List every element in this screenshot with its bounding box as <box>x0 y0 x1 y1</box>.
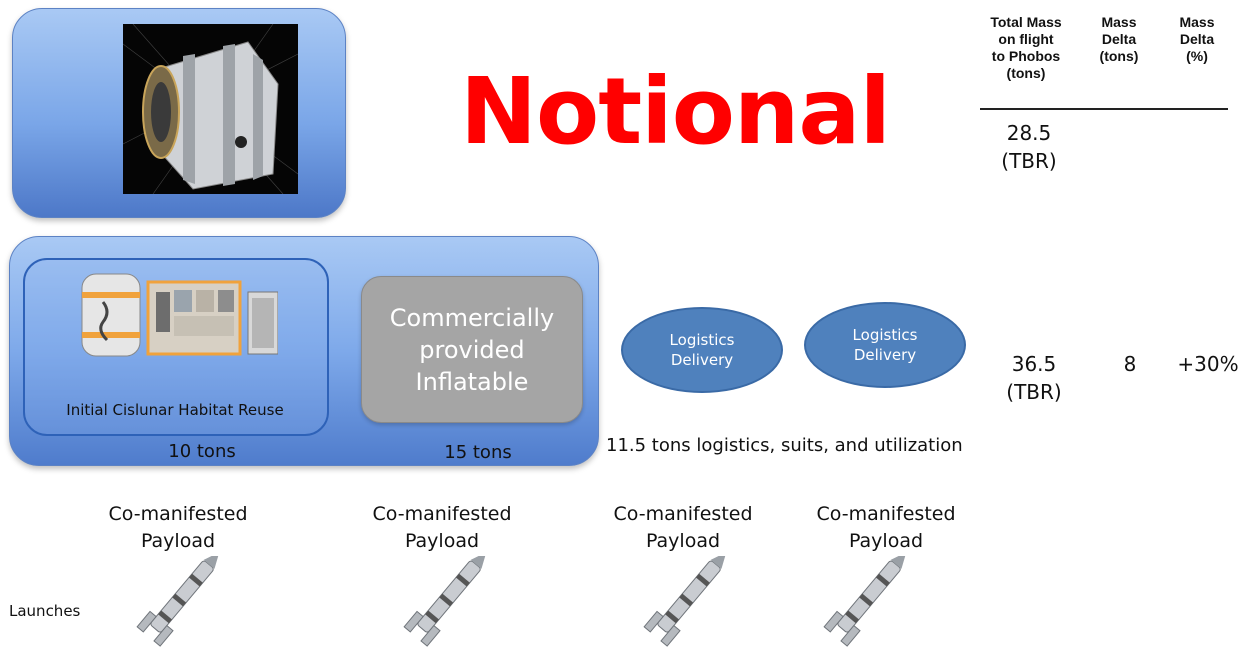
header-line: (tons) <box>1006 65 1046 81</box>
ellipse-line: Delivery <box>670 351 734 369</box>
row1-total-mass: 28.5 (TBR) <box>984 119 1074 175</box>
rocket-icon <box>120 552 230 658</box>
cell-line: 36.5 <box>1011 352 1057 376</box>
header-total-mass: Total Mass on flight to Phobos (tons) <box>982 14 1070 82</box>
commercial-inflatable-box: Commercially provided Inflatable <box>361 276 583 423</box>
header-mass-delta-tons: Mass Delta (tons) <box>1090 14 1148 65</box>
payload-label: Co-manifested Payload <box>357 501 527 555</box>
reuse-mass-label: 10 tons <box>168 441 236 462</box>
logistics-caption: 11.5 tons logistics, suits, and utilizat… <box>606 435 963 456</box>
header-line: to Phobos <box>991 48 1061 64</box>
table-header-rule <box>980 108 1228 110</box>
inflatable-line: Inflatable <box>415 367 529 396</box>
inflatable-line: provided <box>419 335 525 364</box>
header-mass-delta-pct: Mass Delta (%) <box>1168 14 1226 65</box>
row2-total-mass: 36.5 (TBR) <box>994 350 1074 406</box>
cislunar-habitat-image <box>78 272 279 358</box>
rocket-icon <box>387 552 497 658</box>
payload-line: Payload <box>848 530 924 552</box>
rocket-icon <box>627 552 737 658</box>
logistics-delivery-ellipse: Logistics Delivery <box>621 307 783 393</box>
header-line: Delta <box>1101 31 1137 47</box>
launches-label: Launches <box>9 602 81 620</box>
header-line: Total Mass <box>990 14 1062 30</box>
header-line: on flight <box>998 31 1054 47</box>
rocket-icon <box>807 552 917 658</box>
notional-watermark: Notional <box>460 58 891 165</box>
header-line: (tons) <box>1099 48 1139 64</box>
ellipse-line: Logistics <box>669 331 735 349</box>
habitat-module-image <box>123 24 298 194</box>
payload-line: Payload <box>404 530 480 552</box>
header-line: Delta <box>1179 31 1215 47</box>
logistics-delivery-ellipse: Logistics Delivery <box>804 302 966 388</box>
cell-line: 28.5 <box>1006 121 1052 145</box>
header-line: Mass <box>1101 14 1137 30</box>
payload-label: Co-manifested Payload <box>801 501 971 555</box>
payload-label: Co-manifested Payload <box>598 501 768 555</box>
cell-line: (TBR) <box>1001 149 1057 173</box>
ellipse-line: Logistics <box>852 326 918 344</box>
payload-line: Payload <box>645 530 721 552</box>
inflatable-mass-label: 15 tons <box>444 442 512 463</box>
row2-mass-delta-tons: 8 <box>1123 352 1137 376</box>
payload-label: Co-manifested Payload <box>93 501 263 555</box>
payload-line: Co-manifested <box>613 503 753 525</box>
payload-line: Co-manifested <box>108 503 248 525</box>
payload-line: Payload <box>140 530 216 552</box>
inflatable-line: Commercially <box>389 303 555 332</box>
header-line: Mass <box>1179 14 1215 30</box>
cell-line: (TBR) <box>1006 380 1062 404</box>
row2-mass-delta-pct: +30% <box>1177 352 1239 376</box>
payload-line: Co-manifested <box>372 503 512 525</box>
ellipse-line: Delivery <box>853 346 917 364</box>
payload-line: Co-manifested <box>816 503 956 525</box>
cislunar-habitat-label: Initial Cislunar Habitat Reuse <box>66 401 284 419</box>
header-line: (%) <box>1186 48 1208 64</box>
